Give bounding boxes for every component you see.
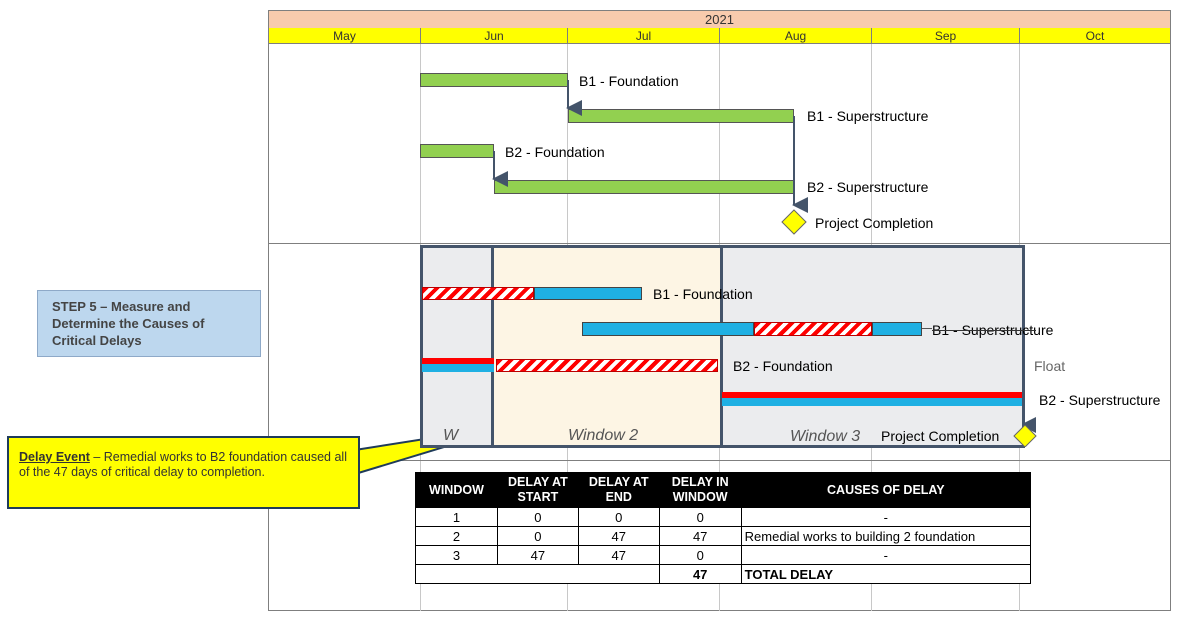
- b1-superstructure-actual-bar: [582, 322, 754, 336]
- table-row: 2 0 47 47 Remedial works to building 2 f…: [415, 526, 1032, 546]
- cell: 0: [658, 545, 742, 565]
- b1-superstructure-delay-hatch: [754, 322, 872, 336]
- planned-completion-label: Project Completion: [815, 215, 934, 231]
- cell: -: [740, 507, 1032, 527]
- actual-completion-milestone: [1013, 425, 1037, 447]
- b2-superstructure-actual-bar: [722, 398, 1022, 406]
- b2-superstructure-critical-line: [722, 392, 1022, 398]
- month-aug: Aug: [720, 28, 872, 44]
- table-total-row: 47 TOTAL DELAY: [415, 564, 1032, 584]
- table-header-row: WINDOW DELAY AT START DELAY AT END DELAY…: [415, 472, 1032, 508]
- delay-event-text: – Remedial works to B2 foundation caused…: [19, 450, 347, 479]
- month-may: May: [269, 28, 421, 44]
- total-value: 47: [658, 564, 742, 584]
- cell: 0: [658, 507, 742, 527]
- header-delay-start: DELAY AT START: [496, 472, 579, 508]
- b2-foundation-critical-line: [422, 358, 494, 364]
- table-row: 1 0 0 0 -: [415, 507, 1032, 527]
- actual-b2-foundation-label: B2 - Foundation: [733, 358, 833, 374]
- window-1-label: W: [443, 427, 459, 444]
- total-spacer: [415, 564, 660, 584]
- section-divider: [269, 460, 1170, 461]
- cell: 2: [415, 526, 498, 546]
- cell: 0: [496, 526, 579, 546]
- header-causes: CAUSES OF DELAY: [740, 472, 1032, 508]
- actual-completion-label: Project Completion: [881, 428, 1000, 444]
- header-delay-end: DELAY AT END: [577, 472, 660, 508]
- b1-foundation-delay-hatch: [422, 287, 534, 300]
- planned-b2-foundation-label: B2 - Foundation: [505, 144, 605, 160]
- month-sep: Sep: [872, 28, 1020, 44]
- strikethrough-line: [932, 330, 1036, 331]
- delay-event-callout: Delay Event – Remedial works to B2 found…: [7, 436, 360, 509]
- cell: 47: [577, 545, 660, 565]
- window-2-label: Window 2: [568, 427, 639, 444]
- section-divider: [269, 243, 1170, 244]
- month-jul: Jul: [568, 28, 720, 44]
- cell: 0: [577, 507, 660, 527]
- b2-foundation-actual-bar: [422, 364, 494, 372]
- cell: 3: [415, 545, 498, 565]
- delay-event-title: Delay Event: [19, 450, 90, 464]
- window-2: [494, 245, 720, 448]
- header-window: WINDOW: [415, 472, 498, 508]
- total-label: TOTAL DELAY: [740, 564, 1032, 584]
- cell: 1: [415, 507, 498, 527]
- actual-b1-foundation-label: B1 - Foundation: [653, 286, 753, 302]
- planned-b2-superstructure-label: B2 - Superstructure: [807, 179, 929, 195]
- actual-b2-superstructure-label: B2 - Superstructure: [1039, 392, 1161, 408]
- step-5-text: STEP 5 – Measure and Determine the Cause…: [52, 299, 205, 348]
- b2-foundation-delay-hatch: [496, 359, 718, 372]
- header-delay-window: DELAY IN WINDOW: [658, 472, 742, 508]
- float-label: Float: [1034, 358, 1066, 374]
- cell: Remedial works to building 2 foundation: [740, 526, 1032, 546]
- b1-superstructure-actual-bar-end: [872, 322, 922, 336]
- cell: 0: [496, 507, 579, 527]
- month-oct: Oct: [1020, 28, 1170, 44]
- b1-foundation-actual-bar: [534, 287, 642, 300]
- window-3-label: Window 3: [790, 428, 861, 445]
- window-1: [420, 245, 494, 448]
- planned-b1-foundation-label: B1 - Foundation: [579, 73, 679, 89]
- cell: 47: [496, 545, 579, 565]
- float-connector: [922, 328, 932, 329]
- window-3: [720, 245, 1025, 448]
- planned-b1-superstructure-label: B1 - Superstructure: [807, 108, 929, 124]
- planned-completion-milestone: [781, 209, 807, 235]
- delay-table: WINDOW DELAY AT START DELAY AT END DELAY…: [415, 472, 1032, 584]
- table-row: 3 47 47 0 -: [415, 545, 1032, 565]
- cell: -: [740, 545, 1032, 565]
- step-5-box: STEP 5 – Measure and Determine the Cause…: [37, 290, 261, 357]
- cell: 47: [577, 526, 660, 546]
- month-jun: Jun: [421, 28, 568, 44]
- cell: 47: [658, 526, 742, 546]
